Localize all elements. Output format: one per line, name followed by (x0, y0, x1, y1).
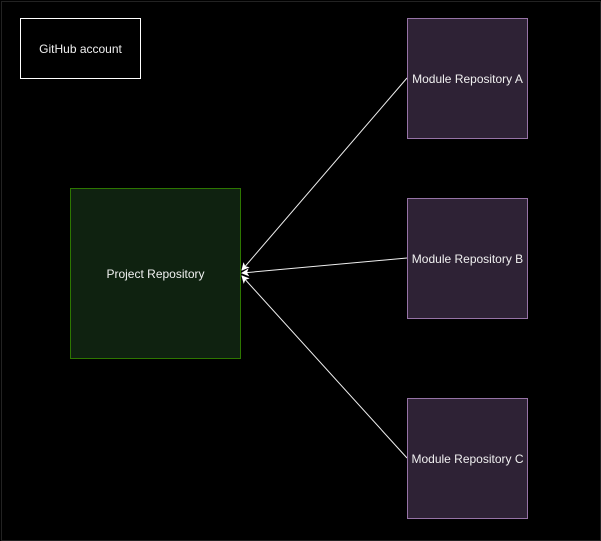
module-repository-b-node[interactable]: Module Repository B (407, 198, 528, 319)
github-account-label: GitHub account (39, 41, 122, 56)
edge-module-b-to-project[interactable] (241, 257, 408, 277)
edge-module-a-to-project[interactable] (241, 77, 408, 271)
module-repository-c-node[interactable]: Module Repository C (407, 398, 528, 519)
project-repository-node[interactable]: Project Repository (70, 188, 241, 359)
module-repository-a-node[interactable]: Module Repository A (407, 18, 528, 139)
edge-module-c-to-project[interactable] (241, 275, 408, 459)
module-repository-a-label: Module Repository A (412, 71, 523, 86)
project-repository-label: Project Repository (106, 266, 205, 281)
module-repository-b-label: Module Repository B (411, 251, 524, 266)
module-repository-c-label: Module Repository C (411, 451, 524, 466)
github-account-node[interactable]: GitHub account (20, 18, 141, 79)
